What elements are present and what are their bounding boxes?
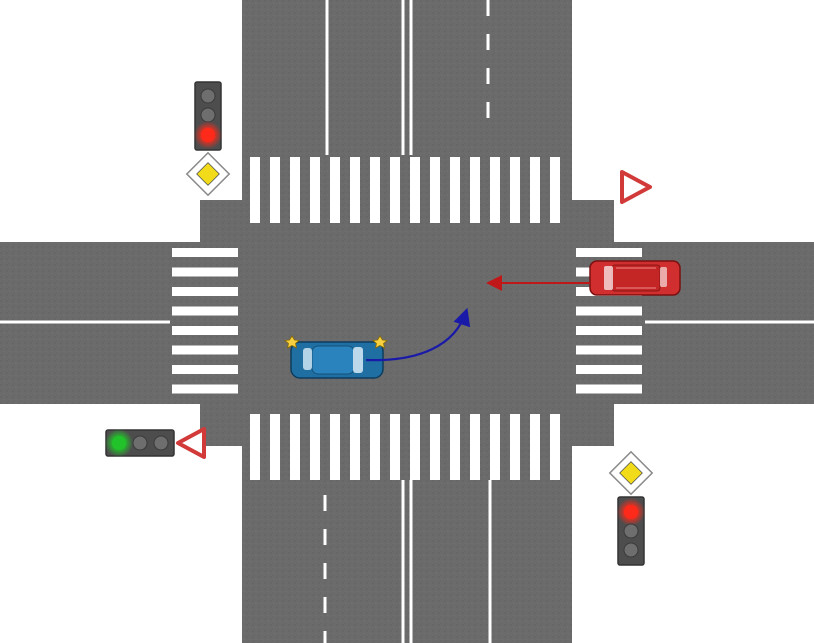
traffic-light-west xyxy=(105,429,175,457)
car-rear-window xyxy=(303,348,312,370)
priority-sign-inner xyxy=(619,461,643,485)
crosswalk-stripe xyxy=(270,414,280,480)
car-rear-window xyxy=(660,267,667,287)
car-windshield xyxy=(353,347,363,373)
crosswalk-north xyxy=(250,157,560,223)
crosswalk-stripe xyxy=(530,157,540,223)
crosswalk-stripe xyxy=(410,157,420,223)
crosswalk-stripe xyxy=(390,157,400,223)
crosswalk-stripe xyxy=(350,157,360,223)
crosswalk-stripe xyxy=(576,326,642,335)
crosswalk-stripe xyxy=(350,414,360,480)
crosswalk-stripe xyxy=(172,287,238,296)
yield-triangle-icon xyxy=(620,170,652,204)
crosswalk-stripe xyxy=(390,414,400,480)
signal-lamp-green-off xyxy=(623,542,639,558)
crosswalk-stripe xyxy=(370,414,380,480)
crosswalk-stripe xyxy=(370,157,380,223)
priority-road-sign-north-west xyxy=(185,151,231,197)
crosswalk-stripe xyxy=(430,414,440,480)
crosswalk-stripe xyxy=(510,157,520,223)
signal-lamp-red-on xyxy=(624,505,638,519)
signal-lamp-green-off xyxy=(200,88,216,104)
indicator-flash-icon xyxy=(284,335,300,349)
crosswalk-stripe xyxy=(172,384,238,394)
crosswalk-stripe xyxy=(576,306,642,316)
signal-lamp-yellow-off xyxy=(132,435,148,451)
crosswalk-stripe xyxy=(250,414,260,480)
priority-road-sign-south-east xyxy=(608,450,654,496)
crosswalk-stripe xyxy=(490,157,500,223)
signal-lamp-red-off xyxy=(153,435,169,451)
crosswalk-stripe xyxy=(310,414,320,480)
junction-box xyxy=(200,200,614,446)
car-roof xyxy=(311,345,355,375)
crosswalk-stripe xyxy=(490,414,500,480)
signal-lamp-yellow-off xyxy=(623,523,639,539)
priority-sign-inner xyxy=(196,162,220,186)
crosswalk-south xyxy=(250,414,560,480)
crosswalk-stripe xyxy=(470,157,480,223)
yield-triangle-icon xyxy=(176,427,206,459)
crosswalk-stripe xyxy=(172,345,238,355)
crosswalk-stripe xyxy=(172,267,238,277)
crosswalk-stripe xyxy=(576,248,642,257)
crosswalk-stripe xyxy=(550,157,560,223)
crosswalk-stripe xyxy=(172,326,238,335)
blue-car xyxy=(290,341,384,379)
crosswalk-stripe xyxy=(172,306,238,316)
crosswalk-stripe xyxy=(410,414,420,480)
crosswalk-stripe xyxy=(172,248,238,257)
red-car xyxy=(589,260,681,296)
yield-sign-west xyxy=(176,427,206,459)
crosswalk-stripe xyxy=(576,365,642,374)
crosswalk-stripe xyxy=(250,157,260,223)
crosswalk-stripe xyxy=(576,345,642,355)
signal-lamp-red-on xyxy=(201,128,215,142)
crosswalk-stripe xyxy=(510,414,520,480)
signal-lamp-green-on xyxy=(112,436,126,450)
crosswalk-west xyxy=(172,248,238,394)
crosswalk-stripe xyxy=(270,157,280,223)
crosswalk-stripe xyxy=(576,384,642,394)
traffic-light-south-east xyxy=(617,496,645,566)
crosswalk-stripe xyxy=(470,414,480,480)
car-windshield xyxy=(604,266,613,290)
yield-sign-north-east xyxy=(620,170,652,204)
signal-lamp-yellow-off xyxy=(200,107,216,123)
car-roof xyxy=(611,264,661,292)
blue-car-indicators xyxy=(284,335,388,349)
crosswalk-stripe xyxy=(530,414,540,480)
crosswalk-stripe xyxy=(290,414,300,480)
crosswalk-stripe xyxy=(430,157,440,223)
crosswalk-stripe xyxy=(290,157,300,223)
crosswalk-stripe xyxy=(172,365,238,374)
crosswalk-stripe xyxy=(450,157,460,223)
blue-car-path-arrow xyxy=(365,307,471,362)
crosswalk-stripe xyxy=(550,414,560,480)
crosswalk-stripe xyxy=(450,414,460,480)
crosswalk-stripe xyxy=(330,157,340,223)
crosswalk-stripe xyxy=(310,157,320,223)
crosswalk-stripe xyxy=(330,414,340,480)
traffic-light-north-west xyxy=(194,81,222,151)
indicator-flash-icon xyxy=(372,335,388,349)
